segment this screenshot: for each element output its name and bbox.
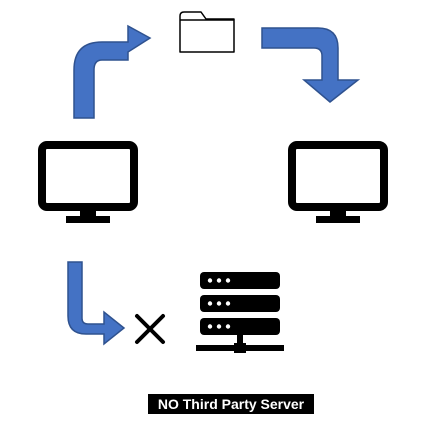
- blocked-x-icon: [135, 314, 165, 344]
- arrow-left-to-server: [67, 261, 126, 346]
- arrow-left-to-folder: [73, 24, 152, 119]
- monitor-icon: [38, 141, 138, 223]
- monitor-icon: [288, 141, 388, 223]
- server-icon: [196, 272, 284, 353]
- folder-icon: [179, 11, 235, 53]
- caption-label: NO Third Party Server: [148, 394, 314, 414]
- arrow-folder-to-right: [261, 27, 361, 103]
